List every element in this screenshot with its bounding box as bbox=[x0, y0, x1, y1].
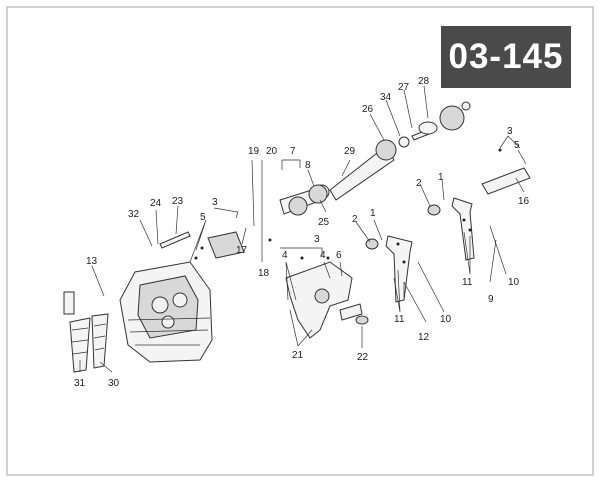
rocker-support-left bbox=[207, 231, 245, 259]
callout-31: 31 bbox=[74, 378, 86, 389]
callout-28: 28 bbox=[418, 76, 430, 87]
callout-25: 25 bbox=[318, 217, 330, 228]
callout-6: 6 bbox=[336, 250, 342, 261]
rocker-arm-9 bbox=[427, 197, 475, 261]
bolt-23 bbox=[159, 231, 191, 249]
leader-lines bbox=[79, 85, 527, 373]
rocker-assembly-center bbox=[285, 261, 363, 339]
callout-8: 8 bbox=[305, 160, 311, 171]
callout-3-left: 3 bbox=[212, 197, 218, 208]
callout-29: 29 bbox=[344, 146, 356, 157]
nut-22 bbox=[355, 315, 369, 325]
callout-23: 23 bbox=[172, 196, 184, 207]
fastener-dots bbox=[194, 148, 502, 264]
callout-9: 9 bbox=[488, 294, 494, 305]
sprocket-26 bbox=[375, 139, 397, 161]
callout-4-right: 4 bbox=[320, 250, 326, 261]
callout-34: 34 bbox=[380, 92, 392, 103]
top-washer bbox=[461, 101, 471, 111]
callout-4-left: 4 bbox=[282, 250, 288, 261]
cylinder-head bbox=[119, 261, 213, 363]
callout-3-right: 3 bbox=[507, 126, 513, 137]
timing-chain bbox=[69, 313, 109, 373]
stud-13 bbox=[63, 291, 75, 315]
callout-22: 22 bbox=[357, 352, 369, 363]
washer-34 bbox=[398, 136, 410, 148]
callout-13: 13 bbox=[86, 256, 98, 267]
callout-2-center: 2 bbox=[352, 214, 358, 225]
callout-21: 21 bbox=[292, 350, 304, 361]
callout-7: 7 bbox=[290, 146, 296, 157]
diagram-border bbox=[6, 6, 594, 476]
callout-2-right: 2 bbox=[416, 178, 422, 189]
callout-24: 24 bbox=[150, 198, 162, 209]
oring-28 bbox=[418, 121, 438, 135]
callout-19: 19 bbox=[248, 146, 260, 157]
callout-16: 16 bbox=[518, 196, 530, 207]
callout-18: 18 bbox=[258, 268, 270, 279]
callout-26: 26 bbox=[362, 104, 374, 115]
callout-5-right: 5 bbox=[514, 140, 520, 151]
rocker-shaft-right bbox=[481, 167, 531, 195]
callout-20: 20 bbox=[266, 146, 278, 157]
diagram-code-badge: 03-145 bbox=[441, 26, 571, 88]
callout-17: 17 bbox=[236, 245, 248, 256]
callout-32: 32 bbox=[128, 209, 140, 220]
callout-11-right: 11 bbox=[462, 277, 473, 288]
chain-guide-29 bbox=[329, 145, 395, 201]
callout-10-right: 10 bbox=[508, 277, 520, 288]
callout-1-right: 1 bbox=[438, 172, 444, 183]
gear-25 bbox=[308, 184, 328, 204]
callout-11-center: 11 bbox=[394, 314, 405, 325]
callout-1-center: 1 bbox=[370, 208, 376, 219]
top-gear bbox=[439, 105, 465, 131]
rocker-arm-12 bbox=[365, 235, 413, 303]
callout-30: 30 bbox=[108, 378, 120, 389]
callout-10-center: 10 bbox=[440, 314, 452, 325]
callout-labels: 13 32 24 23 5 3 17 18 19 20 7 8 25 29 3 … bbox=[74, 76, 530, 389]
callout-27: 27 bbox=[398, 82, 410, 93]
callout-3-center: 3 bbox=[314, 234, 320, 245]
callout-12: 12 bbox=[418, 332, 430, 343]
callout-5-left: 5 bbox=[200, 212, 206, 223]
